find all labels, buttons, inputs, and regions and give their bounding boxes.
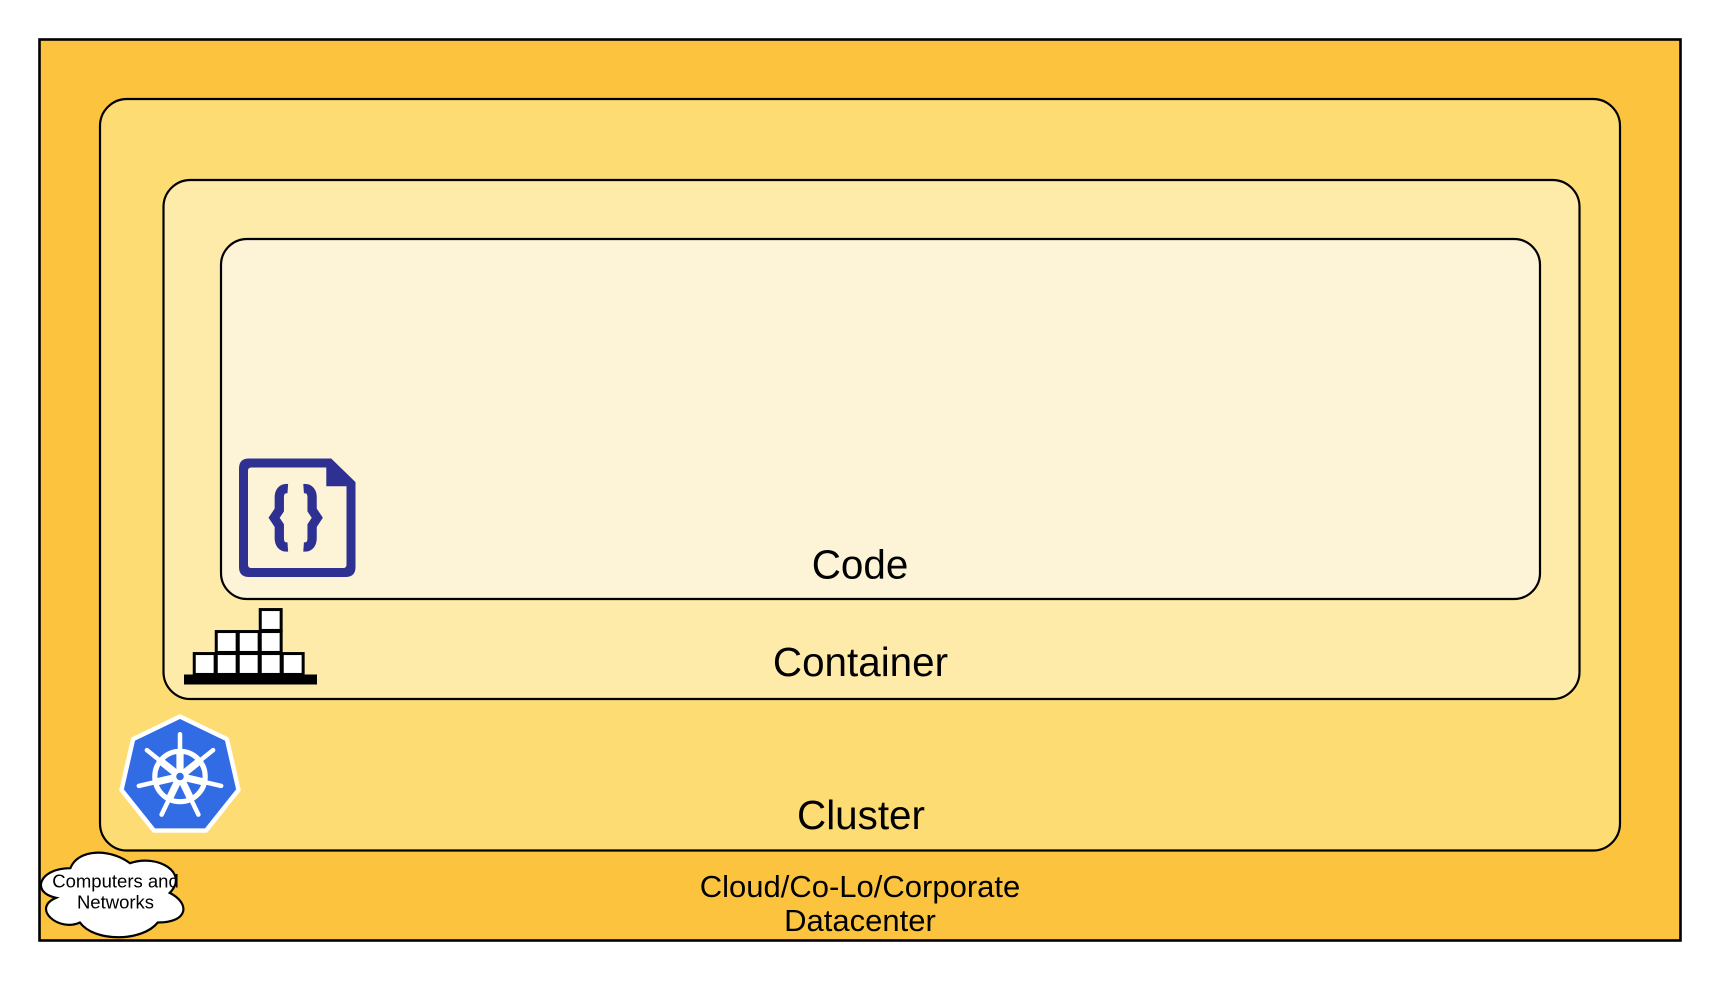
svg-text:Datacenter: Datacenter [784,903,936,938]
svg-text:Networks: Networks [77,892,154,913]
svg-text:Cloud/Co-Lo/Corporate: Cloud/Co-Lo/Corporate [700,869,1021,904]
svg-text:Computers and: Computers and [52,871,178,892]
svg-text:Cluster: Cluster [797,792,925,838]
svg-text:Code: Code [812,542,909,588]
svg-text:Container: Container [773,639,948,685]
